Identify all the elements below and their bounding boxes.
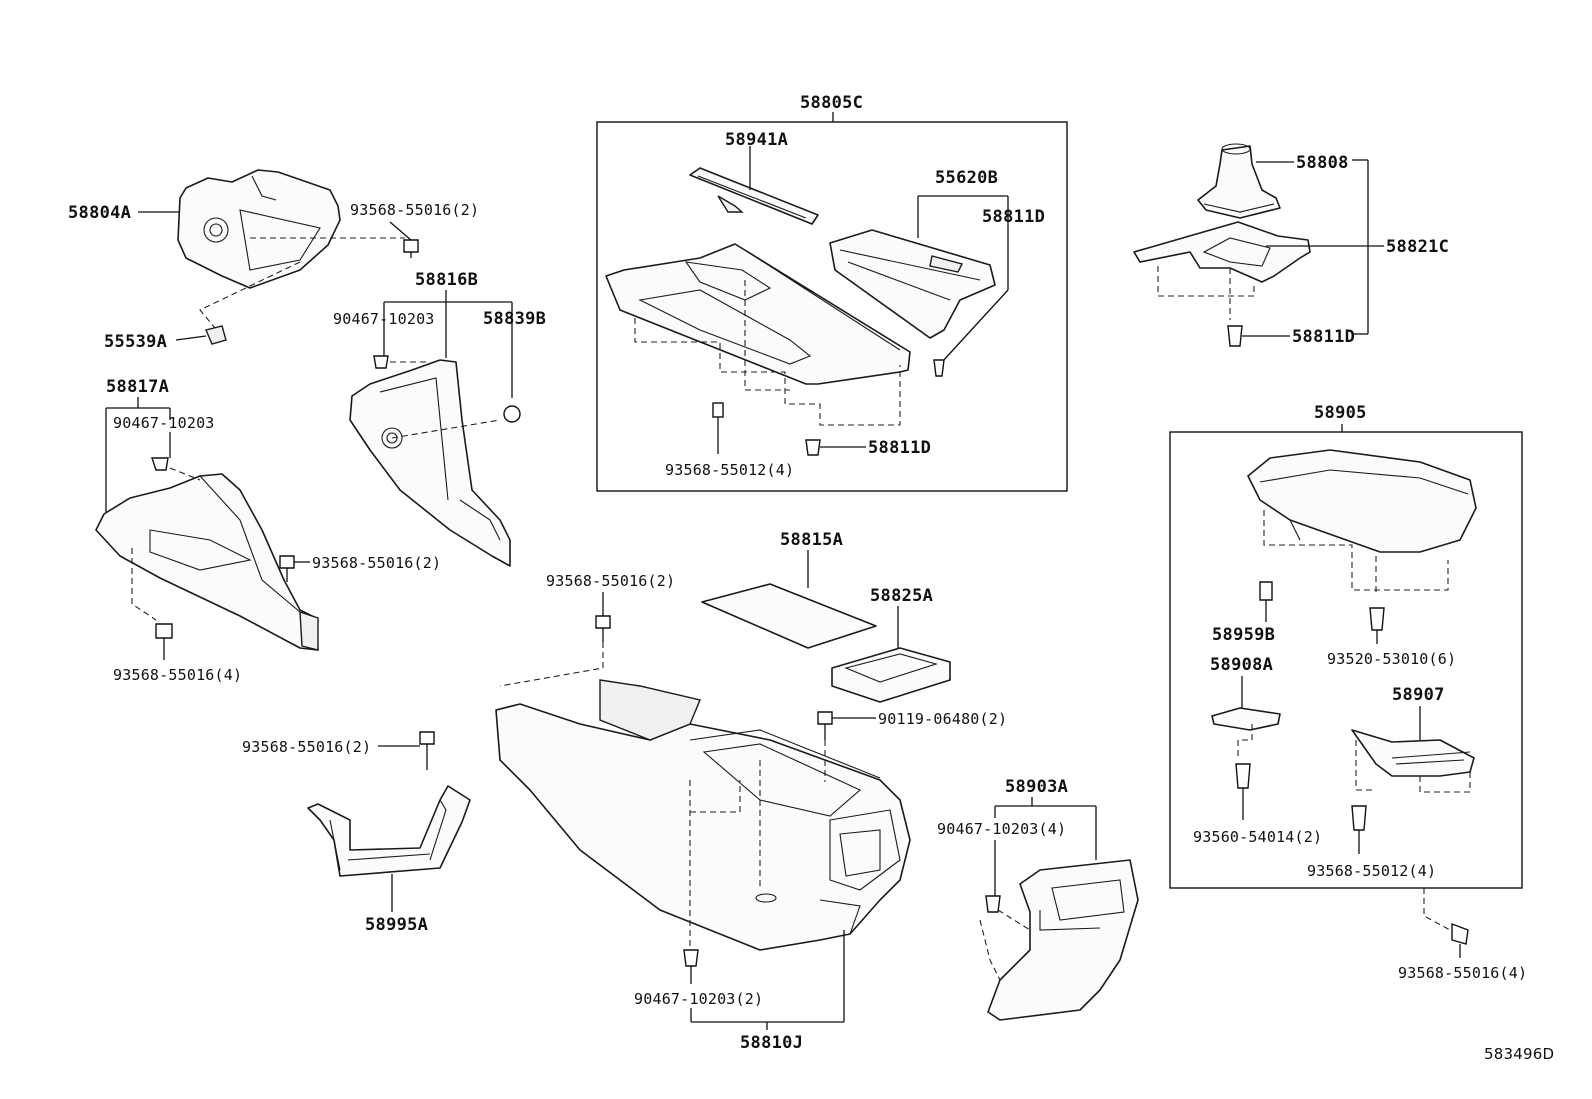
label-58905: 58905 <box>1314 403 1367 423</box>
label-90467-10203-4: 90467-10203(4) <box>937 820 1066 838</box>
part-55620B <box>829 229 996 339</box>
part-58817A <box>95 467 319 651</box>
screw-93568-55016-a <box>403 239 419 258</box>
label-90467-10203-b: 90467-10203 <box>113 414 215 432</box>
label-58825A: 58825A <box>870 586 933 606</box>
part-58825A <box>831 647 951 703</box>
part-58804A <box>177 169 405 335</box>
part-58839B <box>503 405 521 423</box>
drawing-number: 583496D <box>1484 1045 1554 1063</box>
clip-90467-10203-d <box>985 895 1001 913</box>
label-93568-55016-2-b: 93568-55016(2) <box>312 554 441 572</box>
label-58808: 58808 <box>1296 153 1349 173</box>
label-90467-10203-2: 90467-10203(2) <box>634 990 763 1008</box>
label-58804A: 58804A <box>68 203 131 223</box>
label-58811D-a: 58811D <box>982 207 1045 227</box>
label-58941A: 58941A <box>725 130 788 150</box>
label-58815A: 58815A <box>780 530 843 550</box>
part-58815A <box>701 583 877 649</box>
group-58805C: 58805C 58941A 55620B 58811D <box>596 93 1068 492</box>
screw-93568-55016-c <box>155 623 173 639</box>
label-58903A: 58903A <box>1005 777 1068 797</box>
clip-90467-10203-c <box>683 949 699 967</box>
part-upper-panel <box>605 243 911 426</box>
screw-93568-55016-d <box>1423 888 1469 945</box>
part-58941A <box>689 167 819 225</box>
label-55539A: 55539A <box>104 332 167 352</box>
screw-93568-55016-e <box>499 615 611 687</box>
label-58907: 58907 <box>1392 685 1445 705</box>
label-58811D-b: 58811D <box>868 438 931 458</box>
label-58811D-c: 58811D <box>1292 327 1355 347</box>
part-58905-armrest <box>1247 449 1477 596</box>
label-93568-55016-2-c: 93568-55016(2) <box>546 572 675 590</box>
label-58821C: 58821C <box>1386 237 1449 257</box>
label-55620B: 55620B <box>935 168 998 188</box>
part-58810J <box>495 679 911 960</box>
label-58959B: 58959B <box>1212 625 1275 645</box>
part-58907 <box>1351 729 1475 793</box>
part-58903A <box>979 859 1139 1021</box>
label-58805C: 58805C <box>800 93 863 113</box>
part-58821C <box>1133 221 1311 320</box>
group-58905: 58905 58959B 93520-53010(6) 58908A 93560… <box>1169 403 1523 889</box>
label-93568-55016-2-a: 93568-55016(2) <box>350 201 479 219</box>
label-93568-55016-4-b: 93568-55016(4) <box>1398 964 1527 982</box>
label-58908A: 58908A <box>1210 655 1273 675</box>
part-58995A <box>307 785 471 877</box>
label-93568-55012-4-b: 93568-55012(4) <box>1307 862 1436 880</box>
screw-90119-06480 <box>817 711 833 782</box>
label-58810J: 58810J <box>740 1033 803 1053</box>
part-58808 <box>1197 143 1281 219</box>
label-90467-10203-a: 90467-10203 <box>333 310 435 328</box>
label-58995A: 58995A <box>365 915 428 935</box>
screw-93568-55016-f <box>419 731 435 770</box>
group-box-58805C <box>596 121 1068 492</box>
group-box-58905 <box>1169 431 1523 889</box>
label-93568-55012-4-a: 93568-55012(4) <box>665 461 794 479</box>
label-58839B: 58839B <box>483 309 546 329</box>
label-93560-54014-2: 93560-54014(2) <box>1193 828 1322 846</box>
label-58816B: 58816B <box>415 270 478 290</box>
screw-93568-55012-a <box>712 402 724 454</box>
label-58817A: 58817A <box>106 377 169 397</box>
part-58908A <box>1211 707 1281 760</box>
label-93568-55016-4-a: 93568-55016(4) <box>113 666 242 684</box>
label-90119-06480-2: 90119-06480(2) <box>878 710 1007 728</box>
label-93520-53010-6: 93520-53010(6) <box>1327 650 1456 668</box>
part-58816B <box>349 359 511 567</box>
screw-93568-55016-b <box>279 555 295 582</box>
label-93568-55016-2-d: 93568-55016(2) <box>242 738 371 756</box>
part-55539A <box>205 325 227 345</box>
